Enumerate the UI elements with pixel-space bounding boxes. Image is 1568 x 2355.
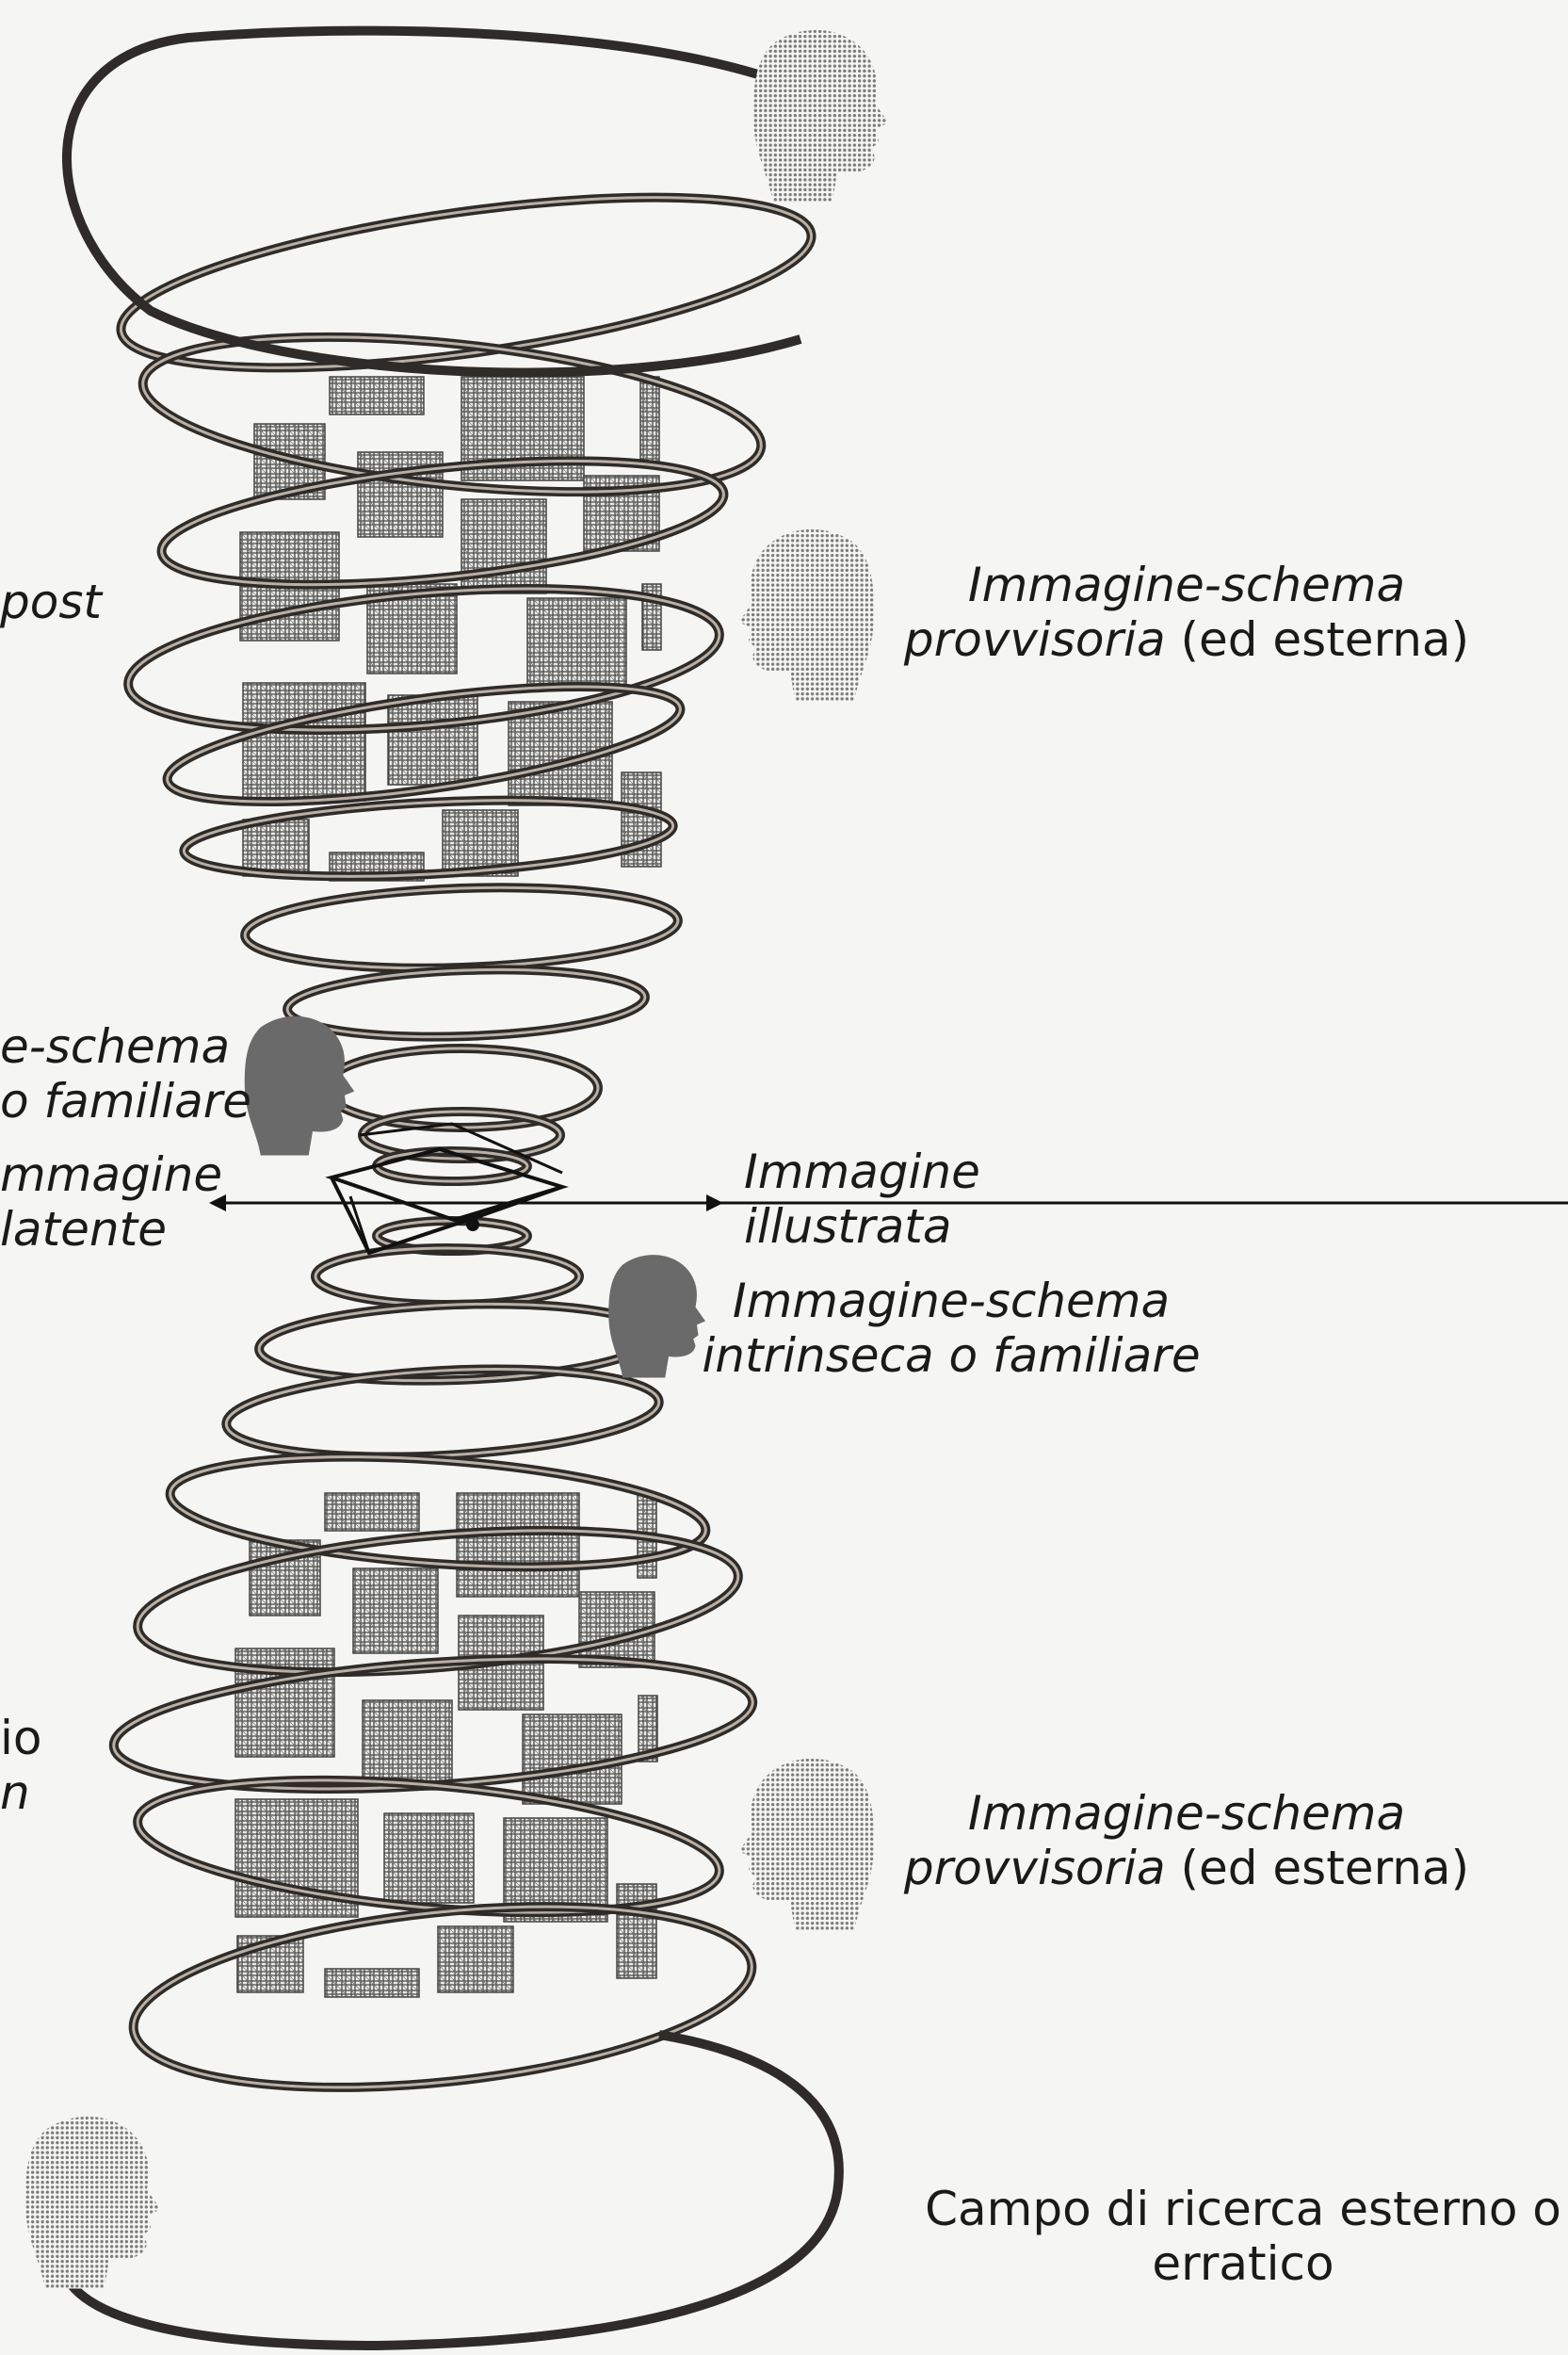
label-intrinsic-line1: Immagine-schema [697,1274,1205,1328]
spiral-coil [315,1248,579,1305]
label-external-field-line2: erratico [918,2236,1568,2291]
document-texture-icon [330,377,424,414]
coil-highlight [111,164,821,401]
spiral-coil [244,881,680,975]
label-schema-left: e-schema o familiare [0,1019,251,1129]
document-texture-icon [388,695,477,785]
head-profile-icon [738,529,874,702]
texture-blocks [235,377,661,1997]
head-shape [608,1255,705,1377]
label-provisional-top-line2: provvisoria (ed esterna) [895,612,1479,667]
label-schema-left-line2: o familiare [0,1074,251,1129]
label-intrinsic-line2: intrinseca o familiare [697,1328,1205,1383]
document-texture-icon [363,1700,452,1790]
label-external-field-line1: Campo di ricerca esterno o [918,2182,1568,2236]
label-provisional-bottom-line1: Immagine-schema [895,1786,1479,1841]
label-provisional-top-line1: Immagine-schema [895,558,1479,612]
coil-highlight [315,1248,579,1305]
coil-highlight [244,881,680,975]
label-illustrated-line1: Immagine [744,1145,980,1199]
document-texture-icon [438,1926,513,1992]
label-illustrated: Immagine illustrata [744,1145,980,1254]
document-texture-icon [243,820,309,876]
head-profile-icon [25,2117,161,2289]
coil-highlight [224,1359,661,1467]
label-left-bottom-line2: n [0,1765,41,1820]
document-texture-icon [640,377,659,462]
coil-highlight [286,964,646,1042]
document-texture-icon [527,598,626,688]
label-latent-line2: latente [0,1202,222,1257]
label-intrinsic: Immagine-schema intrinseca o familiare [697,1274,1205,1383]
document-texture-icon [617,1884,656,1978]
head-shape [738,1759,874,1931]
label-illustrated-line2: illustrata [744,1199,980,1254]
head-shape [25,2117,161,2289]
spiral-coil [111,164,821,401]
label-left-bottom-line1: io [0,1711,41,1765]
document-texture-icon [243,683,365,801]
head-profile-icon [753,30,889,203]
head-shape [753,30,889,203]
label-schema-left-line1: e-schema [0,1019,251,1074]
label-post: post [0,575,102,629]
document-texture-icon [325,1493,419,1531]
label-provisional-top: Immagine-schema provvisoria (ed esterna) [895,558,1479,667]
axis-arrow-right [706,1194,723,1211]
label-latent: mmagine latente [0,1147,222,1257]
head-profile-icon [738,1759,874,1931]
document-texture-icon [325,1969,419,1997]
head-shape [245,1016,354,1156]
spiral-coil [224,1359,661,1467]
spiral-coil [124,1880,760,2114]
label-latent-line1: mmagine [0,1147,222,1202]
document-texture-icon [384,1813,474,1903]
document-texture-icon [457,1493,579,1597]
label-left-bottom: io n [0,1711,41,1820]
label-external-field: Campo di ricerca esterno o erratico [918,2182,1568,2291]
head-profile-icon [245,1016,354,1156]
spiral-coil [286,964,646,1042]
document-texture-icon [461,499,546,593]
label-provisional-bottom-line2: provvisoria (ed esterna) [895,1841,1479,1895]
document-texture-icon [353,1568,438,1653]
head-profile-icon [608,1255,705,1377]
head-shape [738,529,874,702]
spiral-coil [377,1151,527,1181]
label-provisional-bottom: Immagine-schema provvisoria (ed esterna) [895,1786,1479,1895]
